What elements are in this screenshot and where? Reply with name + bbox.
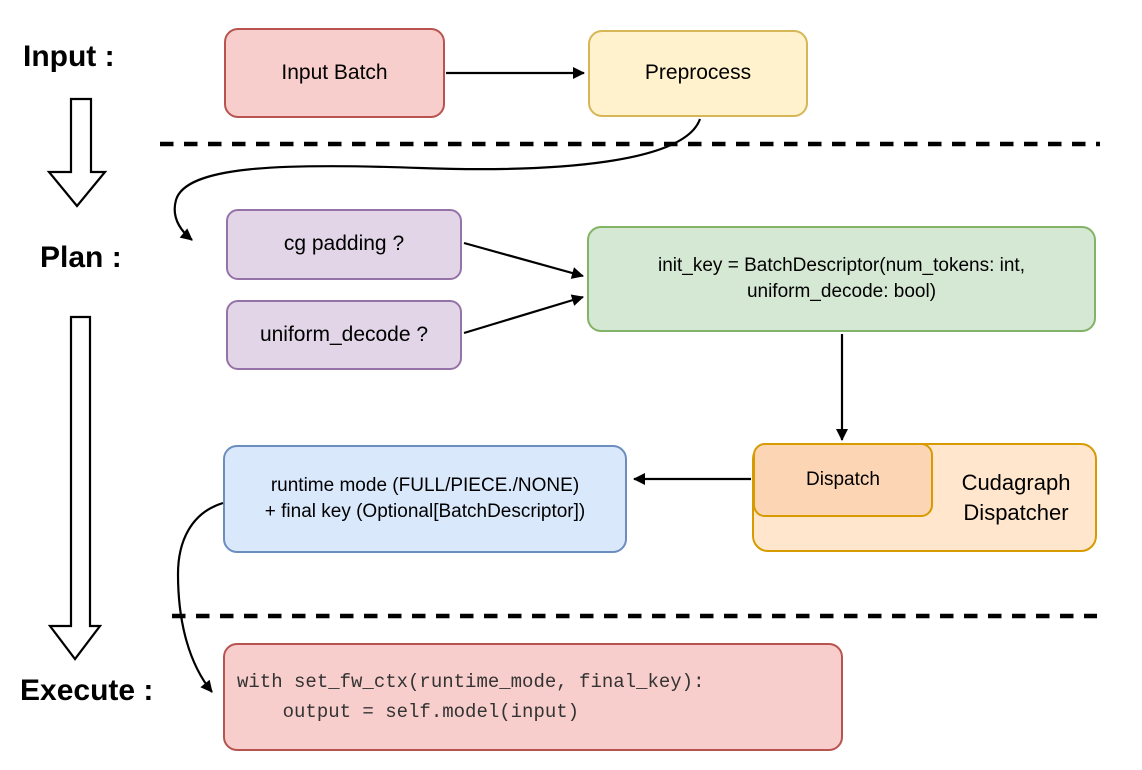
arrow-runtimemode-to-executecode [176,501,224,693]
arrow-cgpadding-to-initkey [463,241,584,279]
node-execute-code: with set_fw_ctx(runtime_mode, final_key)… [223,643,843,751]
node-uniform-decode: uniform_decode ? [226,300,462,370]
arrow-uniformdecode-to-initkey [463,294,584,335]
node-dispatch-label: Dispatch [806,469,880,491]
node-cg-padding-label: cg padding ? [283,232,405,256]
node-runtime-mode-line2: + final key (Optional[BatchDescriptor]) [264,501,586,522]
node-uniform-decode-label: uniform_decode ? [259,322,429,346]
node-init-key-line1: init_key = BatchDescriptor(num_tokens: i… [658,255,1025,277]
execute-code-line2: output = self.model(input) [237,701,580,723]
node-input-batch: Input Batch [224,28,445,118]
node-runtime-mode: runtime mode (FULL/PIECE./NONE) + final … [223,445,627,553]
node-preprocess: Preprocess [588,30,808,117]
hollow-arrow-plan-to-execute-icon [47,315,103,661]
stage-label-execute: Execute : [20,674,154,707]
stage-label-input: Input : [23,40,115,73]
execute-code-line1: with set_fw_ctx(runtime_mode, final_key)… [237,670,705,693]
node-dispatch: Dispatch [753,443,933,517]
hollow-arrow-input-to-plan-icon [46,97,108,208]
node-runtime-mode-line1: runtime mode (FULL/PIECE./NONE) [270,475,580,497]
node-input-batch-label: Input Batch [281,60,388,84]
node-cudagraph-dispatcher-line1: Cudagraph [961,469,1071,495]
node-cudagraph-dispatcher-line2: Dispatcher [963,499,1069,525]
node-cg-padding: cg padding ? [226,209,462,280]
stage-label-plan: Plan : [40,241,122,274]
node-preprocess-label: Preprocess [644,61,752,85]
node-init-key: init_key = BatchDescriptor(num_tokens: i… [587,226,1096,332]
node-init-key-line2: uniform_decode: bool) [746,281,937,302]
